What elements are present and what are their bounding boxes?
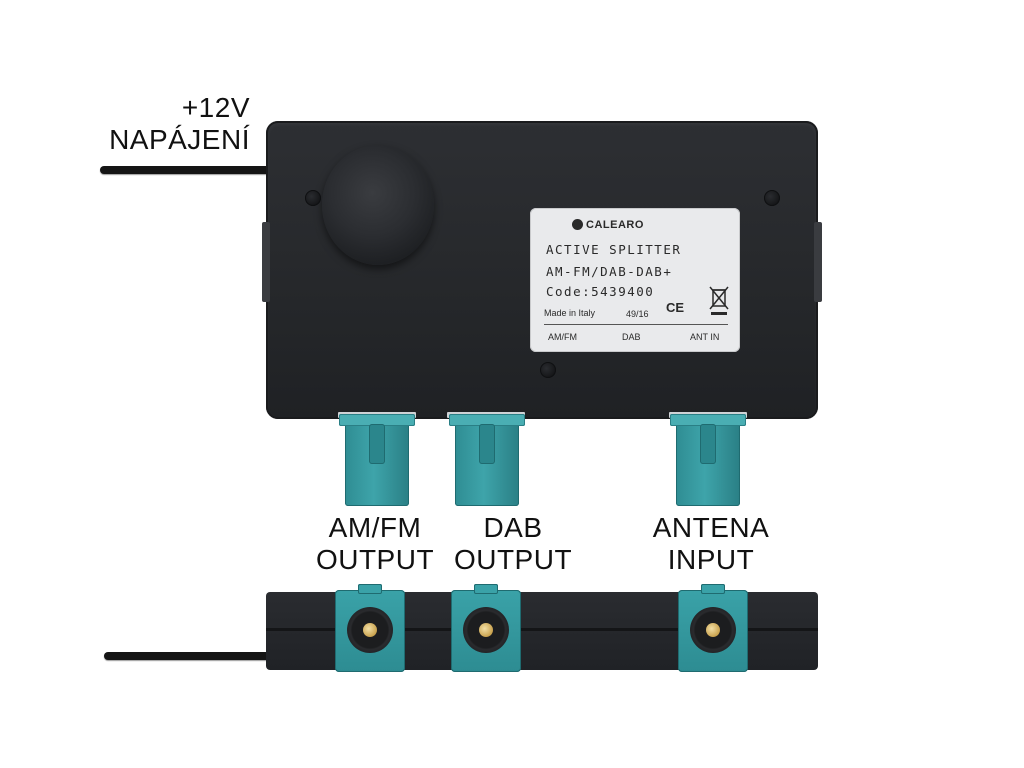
antenna-connector — [670, 414, 746, 506]
antenna-callout-line1: ANTENA — [652, 512, 770, 543]
connector-collar — [449, 414, 525, 426]
antenna-callout: ANTENA INPUT — [636, 512, 786, 576]
housing-seam — [266, 628, 818, 631]
mounting-boss — [322, 145, 434, 265]
port-key-tab — [474, 584, 498, 594]
label-divider — [544, 324, 728, 325]
screw-hole-bottom — [540, 362, 556, 378]
power-cable-side — [104, 652, 274, 660]
label-port-dab: DAB — [622, 332, 641, 342]
label-made-in: Made in Italy — [544, 308, 596, 318]
dab-callout: DAB OUTPUT — [438, 512, 588, 576]
amfm-callout: AM/FM OUTPUT — [300, 512, 450, 576]
connector-collar — [670, 414, 746, 426]
screw-hole-top-left — [305, 190, 321, 206]
dab-callout-line1: DAB — [483, 512, 543, 543]
connector-latch — [369, 424, 385, 464]
brand-name: CALEARO — [586, 219, 644, 231]
brand-logo-icon — [572, 219, 583, 230]
connector-latch — [700, 424, 716, 464]
connector-latch — [479, 424, 495, 464]
port-key-tab — [701, 584, 725, 594]
port-key-tab — [358, 584, 382, 594]
power-voltage-text: +12V — [181, 92, 250, 123]
amfm-port-face — [335, 584, 405, 672]
antenna-port-face — [678, 584, 748, 672]
weee-bin-icon — [709, 286, 729, 315]
connector-collar — [339, 414, 415, 426]
product-label: CALEARO ACTIVE SPLITTER AM-FM/DAB-DAB+ C… — [530, 208, 740, 352]
label-port-ant: ANT IN — [690, 332, 720, 342]
housing-notch-left — [262, 222, 270, 302]
amfm-connector — [339, 414, 415, 506]
port-center-pin — [706, 623, 720, 637]
power-cable — [100, 166, 276, 174]
label-port-amfm: AM/FM — [548, 332, 577, 342]
port-center-pin — [479, 623, 493, 637]
power-label-text: NAPÁJENÍ — [109, 124, 250, 155]
dab-callout-line2: OUTPUT — [453, 544, 573, 575]
housing-notch-right — [814, 222, 822, 302]
port-center-pin — [363, 623, 377, 637]
amfm-callout-line1: AM/FM — [328, 512, 422, 543]
screw-hole-top-right — [764, 190, 780, 206]
label-product-code: Code:5439400 — [546, 284, 655, 299]
amfm-callout-line2: OUTPUT — [315, 544, 435, 575]
label-product-bands: AM-FM/DAB-DAB+ — [546, 264, 673, 279]
ce-mark: CE — [666, 300, 685, 315]
dab-connector — [449, 414, 525, 506]
power-callout: +12V NAPÁJENÍ — [100, 92, 250, 156]
label-date-code: 49/16 — [626, 309, 649, 319]
label-product-type: ACTIVE SPLITTER — [546, 242, 682, 257]
antenna-callout-line2: INPUT — [667, 544, 755, 575]
dab-port-face — [451, 584, 521, 672]
